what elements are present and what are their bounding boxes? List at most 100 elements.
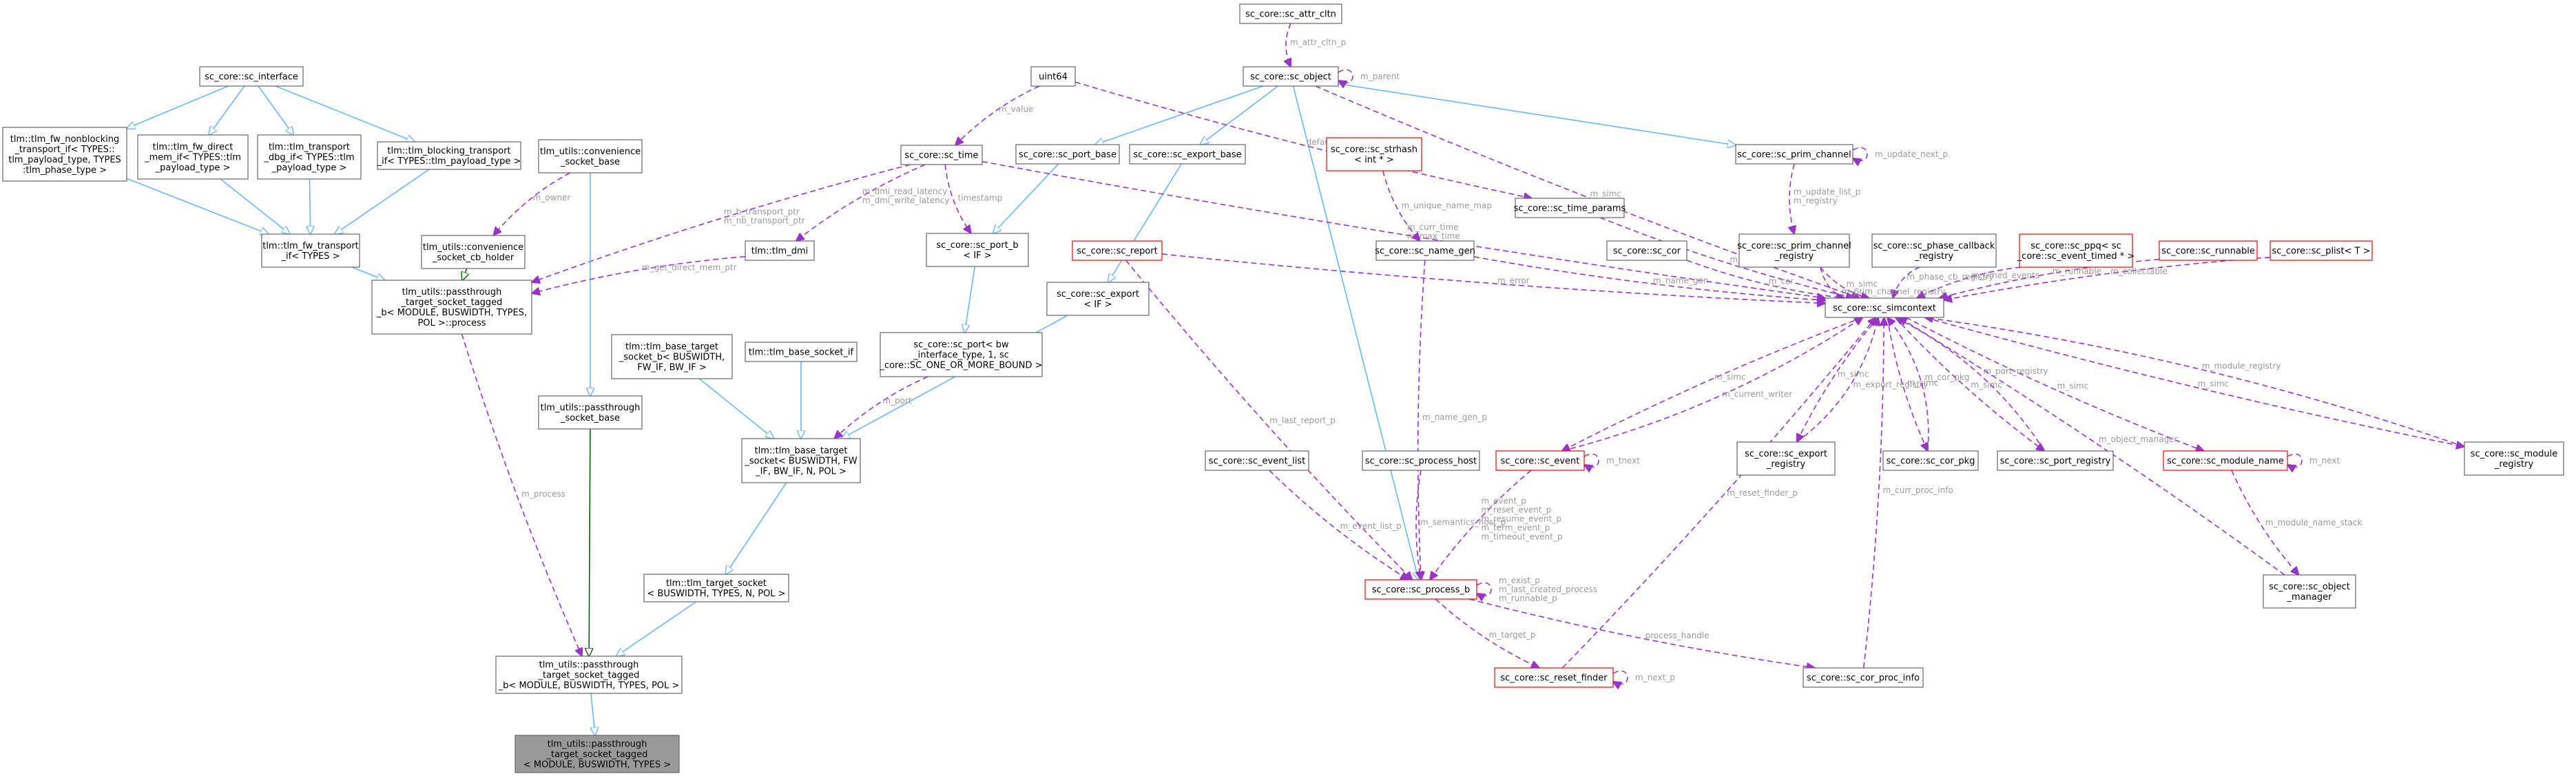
class-node-sc-module-registry[interactable]: sc_core::sc_module_registry (2464, 441, 2564, 476)
edge-line (1924, 317, 2464, 447)
edge-sc_cor-to-sc_simcontext: m_cor (1686, 260, 1845, 298)
class-node-sc-object-manager[interactable]: sc_core::sc_object_manager (2263, 574, 2356, 609)
edge-sc_port_base-to-sc_port_b (993, 163, 1059, 233)
class-node-convenience-socket-base[interactable]: tlm_utils::convenience_socket_base (538, 139, 643, 174)
class-node-process[interactable]: tlm_utils::passthrough_target_socket_tag… (371, 280, 532, 335)
class-node-tlm-fw-nonblocking[interactable]: tlm::tlm_fw_nonblocking_transport_if< TY… (2, 127, 127, 182)
edge-line (1201, 85, 1278, 145)
class-node-pts-tagged-b[interactable]: tlm_utils::passthrough_target_socket_tag… (495, 656, 683, 694)
class-node-sc-interface[interactable]: sc_core::sc_interface (199, 66, 304, 87)
class-label-line: sc_core::sc_simcontext (1833, 304, 1936, 314)
class-box (2159, 240, 2258, 261)
edge-line (1820, 266, 1869, 298)
class-label-line: sc_core::sc_cor_pkg (1887, 457, 1975, 467)
class-node-sc-report[interactable]: sc_core::sc_report (1072, 240, 1163, 261)
class-node-tlm-fw-direct-mem[interactable]: tlm::tlm_fw_direct_mem_if< TYPES::tlm_pa… (137, 134, 249, 180)
class-node-tlm-blocking-transport[interactable]: tlm::tlm_blocking_transport_if< TYPES::t… (377, 141, 521, 170)
class-box (643, 574, 789, 602)
class-node-tlm-fw-transport[interactable]: tlm::tlm_fw_transport_if< TYPES > (261, 233, 360, 268)
class-node-sc-port-registry[interactable]: sc_core::sc_port_registry (1997, 450, 2114, 471)
edge-sc_object_manager-to-sc_simcontext: m_object_manager (1899, 317, 2285, 576)
edge-sc_time-to-sc_port_b: timestamp (944, 164, 1002, 233)
class-label-line: _target_socket_tagged (401, 297, 503, 308)
edge-line (964, 266, 976, 333)
edge-line (1477, 582, 1492, 596)
edge-line (1561, 317, 1876, 669)
edge-label: m_max_time (1407, 231, 1460, 241)
edge-sc_process_b-to-sc_reset_finder: m_target_p (1435, 598, 1539, 668)
class-box (137, 134, 249, 180)
edge-label: m_simc (1838, 370, 1869, 379)
class-node-sc-process-host[interactable]: sc_core::sc_process_host (1362, 450, 1480, 471)
class-node-tlm-base-target-socket[interactable]: tlm::tlm_base_target_socket< BUSWIDTH, F… (741, 438, 861, 483)
class-node-sc-time-params[interactable]: sc_core::sc_time_params (1514, 198, 1626, 218)
class-node-tlm-transport-dbg[interactable]: tlm::tlm_transport_dbg_if< TYPES::tlm_pa… (257, 134, 362, 180)
class-label-line: tlm::tlm_transport (269, 143, 350, 153)
class-node-convenience-cb-holder[interactable]: tlm_utils::convenience_socket_cb_holder (421, 235, 526, 269)
class-node-sc-export[interactable]: sc_core::sc_export< IF > (1046, 282, 1150, 316)
class-box (2019, 233, 2133, 268)
class-node-sc-event[interactable]: sc_core::sc_event (1495, 450, 1585, 471)
edge-label: m_export_registry (1853, 379, 1929, 389)
class-node-uint64[interactable]: uint64 (1030, 66, 1076, 87)
class-node-sc-event-list[interactable]: sc_core::sc_event_list (1205, 450, 1309, 471)
class-node-sc-cor[interactable]: sc_core::sc_cor (1606, 240, 1687, 261)
edge-tlm_base_target_socket-to-tlm_target_socket (725, 482, 787, 574)
class-node-sc-ppq[interactable]: sc_core::sc_ppq< sc_core::sc_event_timed… (2017, 233, 2135, 268)
class-box (1046, 282, 1150, 316)
class-label-line: _b< MODULE, BUSWIDTH, TYPES, (376, 308, 527, 318)
edge-sc_export_registry-to-sc_simcontext: m_export_registry (1796, 317, 1929, 443)
class-label-line: sc_core::sc_cor_proc_info (1807, 673, 1920, 684)
class-node-tlm-target-socket[interactable]: tlm::tlm_target_socket< BUSWIDTH, TYPES,… (643, 574, 789, 602)
class-node-tlm-dmi[interactable]: tlm::tlm_dmi (745, 240, 815, 261)
edge-tlm_target_socket-to-pts_tagged_b (616, 601, 697, 656)
class-node-tlm-base-socket-if[interactable]: tlm::tlm_base_socket_if (745, 342, 858, 362)
class-node-sc-cor-pkg[interactable]: sc_core::sc_cor_pkg (1882, 450, 1979, 471)
edge-sc_phase_callback_registry-to-sc_simcontext: m_phase_cb_registry (1893, 266, 1994, 298)
class-node-sc-cor-proc-info[interactable]: sc_core::sc_cor_proc_info (1803, 667, 1924, 688)
edge-line (616, 601, 697, 656)
edge-line (1584, 453, 1599, 467)
edge-sc_simcontext-to-sc_module_name: m_simc (1905, 317, 2204, 451)
class-node-sc-runnable[interactable]: sc_core::sc_runnable (2159, 240, 2258, 261)
edge-sc_process_b-to-sc_process_b: m_exist_pm_last_created_processm_runnabl… (1477, 576, 1597, 603)
class-node-sc-export-base[interactable]: sc_core::sc_export_base (1129, 144, 1246, 165)
edge-sc_port_registry-to-sc_simcontext: m_port_registry (1895, 317, 2048, 452)
class-node-sc-time[interactable]: sc_core::sc_time (900, 145, 983, 165)
class-node-passthrough-socket-base[interactable]: tlm_utils::passthrough_socket_base (538, 395, 643, 430)
class-node-sc-export-registry[interactable]: sc_core::sc_export_registry (1736, 441, 1836, 476)
class-node-sc-plist[interactable]: sc_core::sc_plist< T > (2269, 240, 2373, 261)
edge-line (1382, 170, 1420, 241)
class-node-sc-simcontext[interactable]: sc_core::sc_simcontext (1825, 297, 1944, 318)
class-node-sc-reset-finder[interactable]: sc_core::sc_reset_finder (1494, 667, 1614, 688)
edge-label: m_resume_event_p (1481, 514, 1561, 524)
class-node-sc-module-name[interactable]: sc_core::sc_module_name (2163, 450, 2288, 471)
edge-sc_report-to-sc_process_b: m_last_report_p (1125, 260, 1413, 580)
class-node-sc-process-b[interactable]: sc_core::sc_process_b (1364, 579, 1477, 600)
class-node-sc-name-gen[interactable]: sc_core::sc_name_gen (1375, 240, 1475, 261)
class-box (1825, 297, 1944, 318)
class-label-line: sc_core::sc_attr_cltn (1245, 10, 1336, 20)
class-node-sc-strhash[interactable]: sc_core::sc_strhash< int * > (1326, 137, 1422, 171)
class-label-line: _registry (1774, 251, 1814, 262)
class-label-line: tlm::tlm_base_socket_if (749, 348, 854, 358)
edge-line (1895, 317, 2046, 452)
class-node-tlm-base-target-socket-b[interactable]: tlm::tlm_base_target_socket_b< BUSWIDTH,… (611, 334, 733, 379)
edge-sc_module_name-to-sc_module_name: m_next (2287, 453, 2340, 467)
class-node-sc-prim-channel[interactable]: sc_core::sc_prim_channel (1735, 144, 1853, 165)
class-node-sc-attr-cltn[interactable]: sc_core::sc_attr_cltn (1239, 3, 1342, 24)
class-node-sc-prim-channel-registry[interactable]: sc_core::sc_prim_channel_registry (1737, 233, 1851, 268)
edge-line (1899, 317, 2285, 576)
class-label-line: POL >::process (417, 318, 486, 328)
edge-line (1469, 598, 1815, 668)
class-node-sc-port-b[interactable]: sc_core::sc_port_b< IF > (926, 233, 1029, 267)
class-node-sc-port-base[interactable]: sc_core::sc_port_base (1015, 144, 1120, 165)
class-label-line: tlm::tlm_base_target (625, 342, 718, 353)
class-node-sc-object[interactable]: sc_core::sc_object (1243, 66, 1339, 87)
class-box (538, 395, 643, 430)
class-node-sc-phase-callback-registry[interactable]: sc_core::sc_phase_callback_registry (1871, 233, 1997, 268)
edge-sc_reset_finder-to-sc_reset_finder: m_next_p (1613, 670, 1675, 684)
class-label-line: _target_socket_tagged (538, 671, 640, 681)
class-node-sc-port[interactable]: sc_core::sc_port< bw_interface_type, 1, … (879, 332, 1043, 377)
